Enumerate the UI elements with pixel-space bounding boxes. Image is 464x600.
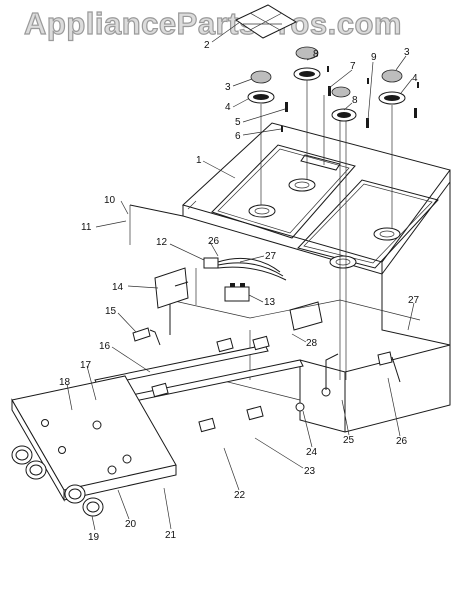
cooktop-top xyxy=(182,122,451,275)
callout-25: 25 xyxy=(343,435,355,446)
callout-5: 5 xyxy=(235,117,241,128)
callout-4-left: 4 xyxy=(225,102,231,113)
callout-labels: 2 3 4 5 6 1 8 7 9 8 3 4 10 11 12 26 27 1… xyxy=(59,40,420,543)
regulator-and-bracket xyxy=(154,257,287,309)
orifice-fittings xyxy=(132,301,401,412)
callout-24: 24 xyxy=(306,447,318,458)
callout-16: 16 xyxy=(99,341,111,352)
callout-23: 23 xyxy=(304,466,316,477)
callout-7: 7 xyxy=(350,61,356,72)
callout-26: 26 xyxy=(396,436,408,447)
control-panel xyxy=(11,375,177,502)
callout-27: 27 xyxy=(408,295,420,306)
alignment-lines xyxy=(260,80,393,380)
callout-17: 17 xyxy=(80,360,92,371)
leader-lines xyxy=(66,21,415,531)
callout-6: 6 xyxy=(235,131,241,142)
callout-11: 11 xyxy=(81,222,92,233)
callout-8-top: 8 xyxy=(313,49,319,60)
callout-28: 28 xyxy=(306,338,318,349)
callout-3-left: 3 xyxy=(225,82,231,93)
callout-29: 26 xyxy=(208,236,220,247)
callout-8-right: 8 xyxy=(352,95,358,106)
callout-12: 12 xyxy=(156,237,168,248)
grate xyxy=(234,4,298,39)
callout-2: 2 xyxy=(204,40,210,51)
callout-14: 14 xyxy=(112,282,124,293)
callout-15: 15 xyxy=(105,306,117,317)
callout-30: 27 xyxy=(265,251,277,262)
callout-9: 9 xyxy=(371,52,377,63)
callout-10: 10 xyxy=(104,195,116,206)
callout-3-right: 3 xyxy=(404,47,410,58)
callout-1: 1 xyxy=(196,155,202,166)
callout-19: 19 xyxy=(88,532,100,543)
callout-18: 18 xyxy=(59,377,71,388)
burner-caps xyxy=(250,46,403,98)
callout-20: 20 xyxy=(125,519,137,530)
callout-22: 22 xyxy=(234,490,246,501)
burner-heads xyxy=(247,67,406,122)
control-knobs xyxy=(11,445,104,517)
igniter-electrodes xyxy=(281,66,419,132)
watermark-logo: AppliancePartsPros.com xyxy=(23,5,402,41)
callout-4-right: 4 xyxy=(412,73,418,84)
range-body xyxy=(129,182,451,433)
callout-13: 13 xyxy=(264,297,276,308)
callout-21: 21 xyxy=(165,530,177,541)
